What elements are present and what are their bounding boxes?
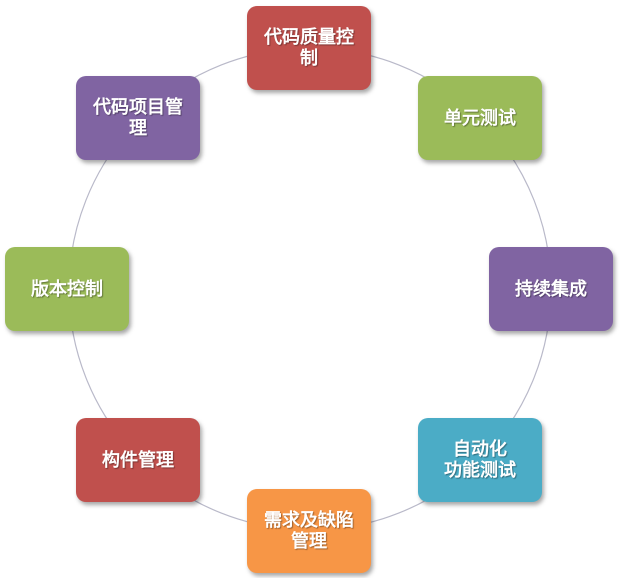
node-unit-testing: 单元测试 xyxy=(418,76,542,160)
node-automated-functional-testing: 自动化 功能测试 xyxy=(418,418,542,502)
node-label: 自动化 功能测试 xyxy=(444,439,516,481)
node-label: 代码项目管 理 xyxy=(93,97,183,139)
node-version-control: 版本控制 xyxy=(5,247,129,331)
node-label: 需求及缺陷 管理 xyxy=(264,510,354,552)
node-label: 单元测试 xyxy=(444,107,516,129)
node-code-quality-control: 代码质量控 制 xyxy=(247,6,371,90)
node-continuous-integration: 持续集成 xyxy=(489,247,613,331)
node-artifact-management: 构件管理 xyxy=(76,418,200,502)
node-requirements-defect-management: 需求及缺陷 管理 xyxy=(247,489,371,573)
node-label: 构件管理 xyxy=(102,449,174,471)
node-label: 代码质量控 制 xyxy=(264,27,354,69)
node-label: 版本控制 xyxy=(31,278,103,300)
node-label: 持续集成 xyxy=(515,278,587,300)
node-code-project-management: 代码项目管 理 xyxy=(76,76,200,160)
